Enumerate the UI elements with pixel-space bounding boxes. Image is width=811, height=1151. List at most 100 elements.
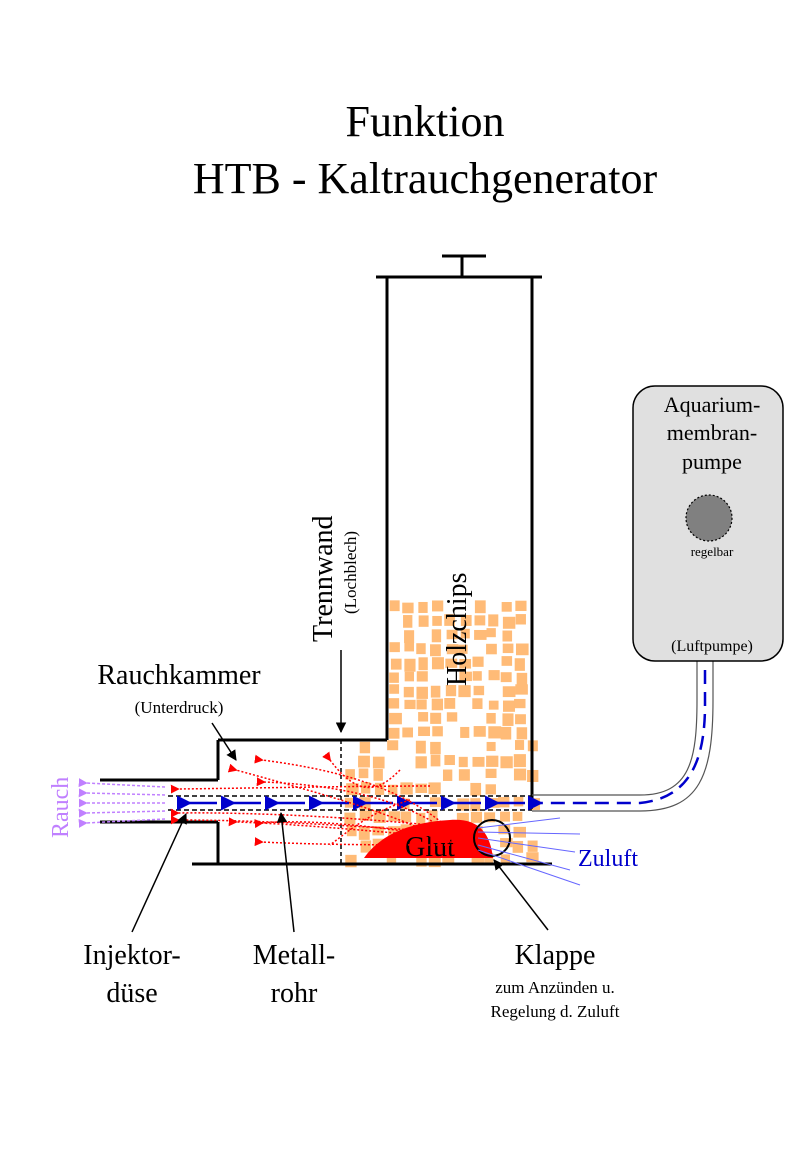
wood-chip — [372, 756, 385, 769]
trennwand-sub-label: (Lochblech) — [341, 531, 360, 614]
rauchkammer-sub-label: (Unterdruck) — [135, 698, 224, 717]
wood-chip — [416, 854, 427, 867]
wood-chip — [445, 658, 458, 668]
wood-chip — [403, 686, 414, 698]
glut-ember — [364, 819, 493, 858]
wood-chip — [502, 616, 516, 629]
wood-chip — [460, 628, 470, 639]
wood-chip — [388, 811, 400, 822]
wood-chip — [416, 671, 428, 682]
wood-chip — [500, 726, 512, 740]
wood-chip — [431, 698, 444, 711]
wood-chip — [458, 644, 468, 654]
wood-chip — [459, 671, 472, 682]
wood-chip — [432, 615, 442, 626]
wood-chip — [346, 783, 359, 796]
wood-chip — [431, 629, 442, 643]
wood-chip — [444, 698, 456, 709]
wood-chip — [500, 811, 510, 822]
wood-chip — [404, 642, 415, 652]
wood-chip — [486, 643, 497, 655]
wood-chip — [374, 782, 385, 795]
wood-chip — [418, 615, 429, 627]
wood-chip — [402, 727, 413, 738]
wood-chip — [514, 658, 525, 671]
wood-chip — [386, 854, 397, 864]
wood-chip — [513, 826, 526, 838]
wood-chip — [404, 630, 415, 644]
wood-chip — [344, 812, 356, 825]
wood-chip — [358, 768, 369, 779]
wood-chip — [404, 658, 416, 672]
wood-chip — [473, 685, 485, 696]
wood-chip — [416, 699, 427, 710]
wood-chip — [372, 826, 385, 836]
wood-chip — [444, 755, 455, 766]
zuluft-rays — [477, 817, 581, 886]
wood-chip — [360, 840, 372, 853]
wood-chip — [488, 700, 499, 710]
klappe-sub-label-2: Regelung d. Zuluft — [491, 1002, 620, 1021]
wood-chip — [416, 812, 426, 826]
smoke-flow-lines — [170, 751, 471, 851]
smoke-out-arrows — [78, 778, 166, 828]
wood-chip — [501, 656, 513, 666]
zuluft-label: Zuluft — [578, 846, 638, 872]
wood-chip — [388, 727, 400, 739]
wood-chip — [416, 686, 428, 699]
wood-chip — [501, 602, 512, 612]
wood-chip — [486, 712, 496, 724]
wood-chip — [387, 740, 399, 751]
wood-chip — [500, 838, 513, 848]
injektor-label-1: Injektor- — [83, 940, 180, 971]
wood-chip — [442, 854, 455, 865]
holzchips-label: Holzchips — [442, 572, 473, 686]
wood-chip — [486, 755, 499, 767]
klappe-label: Klappe — [515, 940, 596, 971]
wood-chip — [485, 784, 496, 795]
rauchkammer-label: Rauchkammer — [97, 660, 261, 691]
wood-chip — [430, 685, 441, 698]
wood-chip — [512, 840, 524, 853]
pump-title-3: pumpe — [682, 449, 742, 474]
wood-chip — [486, 628, 496, 638]
wood-chip — [484, 853, 494, 865]
wood-chip — [474, 629, 487, 640]
wood-chip — [389, 712, 402, 725]
wood-chip — [402, 602, 414, 614]
smoke-tower — [100, 254, 552, 866]
wood-chip — [456, 812, 469, 823]
pump-knob — [685, 494, 733, 542]
wood-chip — [500, 756, 513, 769]
wood-chip — [359, 810, 373, 821]
metallrohr-pointer — [276, 811, 295, 933]
wood-chip — [485, 768, 497, 779]
wood-chip — [457, 798, 470, 811]
wood-chip — [502, 643, 514, 654]
wood-chip — [428, 854, 441, 868]
wood-chip — [400, 811, 412, 823]
wood-chip — [430, 754, 441, 767]
klappe-pointer — [493, 859, 549, 931]
injektor-label-2: düse — [106, 978, 157, 1009]
wood-chip — [389, 642, 400, 653]
wood-chip — [373, 810, 386, 823]
wood-chip — [400, 782, 413, 795]
wood-chip — [526, 852, 539, 863]
wood-chip — [502, 700, 515, 712]
wood-chip — [430, 712, 442, 724]
wood-chip — [515, 684, 528, 695]
air-pump — [632, 385, 784, 662]
wood-chip — [516, 727, 528, 740]
trennwand-label: Trennwand — [308, 515, 339, 642]
pump-title-1: Aquarium- — [664, 392, 761, 417]
wood-chip — [513, 768, 527, 781]
wood-chip — [470, 811, 483, 823]
wood-chip — [460, 614, 472, 626]
injektor-pointer — [131, 813, 187, 933]
wood-chip — [346, 825, 357, 837]
pump-title-2: membran- — [667, 420, 757, 445]
wood-chip — [389, 684, 400, 694]
wood-chip — [446, 712, 458, 722]
